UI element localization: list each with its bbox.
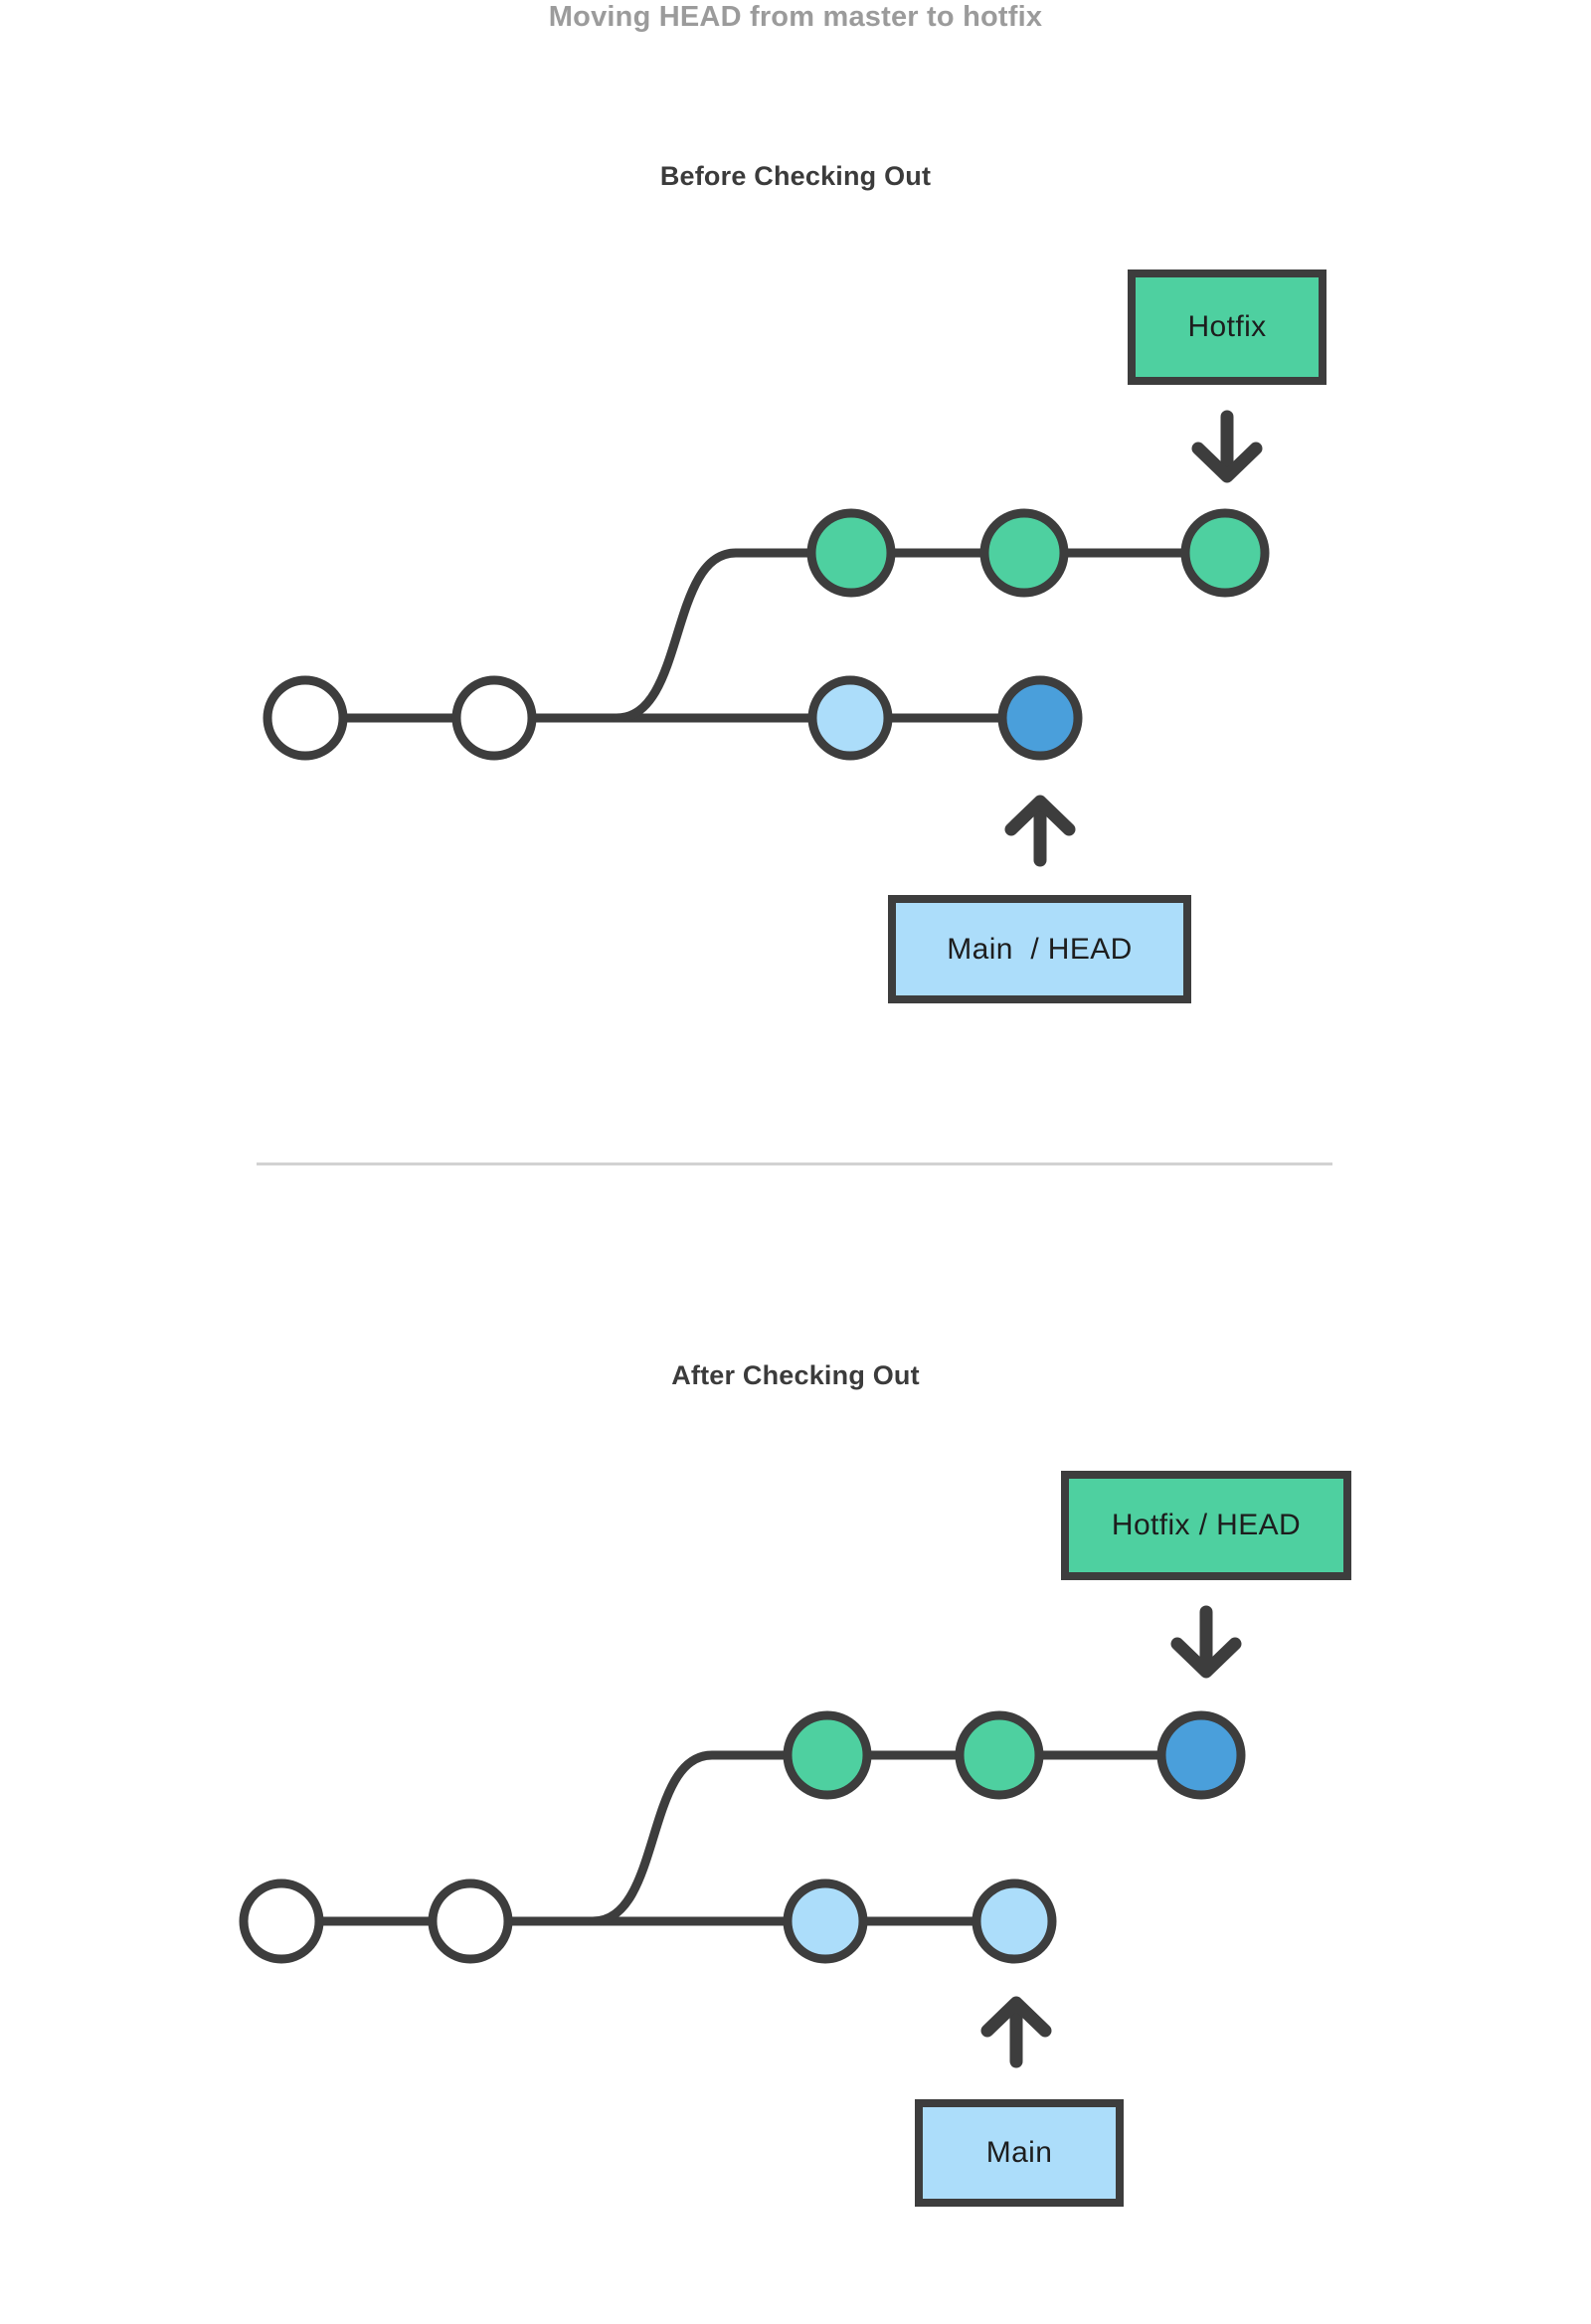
main-up-arrow-icon bbox=[1004, 795, 1076, 867]
main-commit-node-1 bbox=[263, 675, 348, 761]
hotfix-commit-node-3-after bbox=[1156, 1710, 1246, 1800]
hotfix-commit-node-2-after bbox=[955, 1710, 1044, 1800]
main-branch-label-before[interactable]: Main / HEAD bbox=[888, 895, 1191, 1003]
hotfix-commit-node-1 bbox=[806, 508, 896, 598]
main-branch-label-after[interactable]: Main bbox=[915, 2099, 1124, 2207]
before-graph bbox=[263, 410, 1270, 867]
hotfix-commit-node-2 bbox=[979, 508, 1069, 598]
branch-curve-after bbox=[588, 1750, 832, 1926]
after-graph bbox=[239, 1605, 1246, 2068]
main-commit-node-4-after bbox=[972, 1878, 1057, 1964]
main-commit-node-4 bbox=[997, 675, 1083, 761]
hotfix-commit-node-3 bbox=[1180, 508, 1270, 598]
hotfix-down-arrow-icon-after bbox=[1170, 1605, 1242, 1679]
main-commit-node-1-after bbox=[239, 1878, 324, 1964]
diagram-title: Moving HEAD from master to hotfix bbox=[548, 1, 1043, 33]
branch-curve-before bbox=[612, 548, 856, 723]
main-commit-node-2 bbox=[451, 675, 537, 761]
main-commit-node-3-after bbox=[783, 1878, 868, 1964]
main-commit-node-2-after bbox=[428, 1878, 513, 1964]
hotfix-commit-node-1-after bbox=[783, 1710, 872, 1800]
section-title-after: After Checking Out bbox=[671, 1360, 920, 1390]
section-title-before: Before Checking Out bbox=[659, 161, 932, 191]
hotfix-branch-label-after[interactable]: Hotfix / HEAD bbox=[1061, 1471, 1351, 1580]
main-up-arrow-icon-after bbox=[980, 1996, 1052, 2068]
hotfix-branch-label-before[interactable]: Hotfix bbox=[1128, 269, 1326, 385]
hotfix-down-arrow-icon bbox=[1191, 410, 1263, 483]
section-divider bbox=[257, 1162, 1332, 1165]
main-commit-node-3 bbox=[807, 675, 893, 761]
